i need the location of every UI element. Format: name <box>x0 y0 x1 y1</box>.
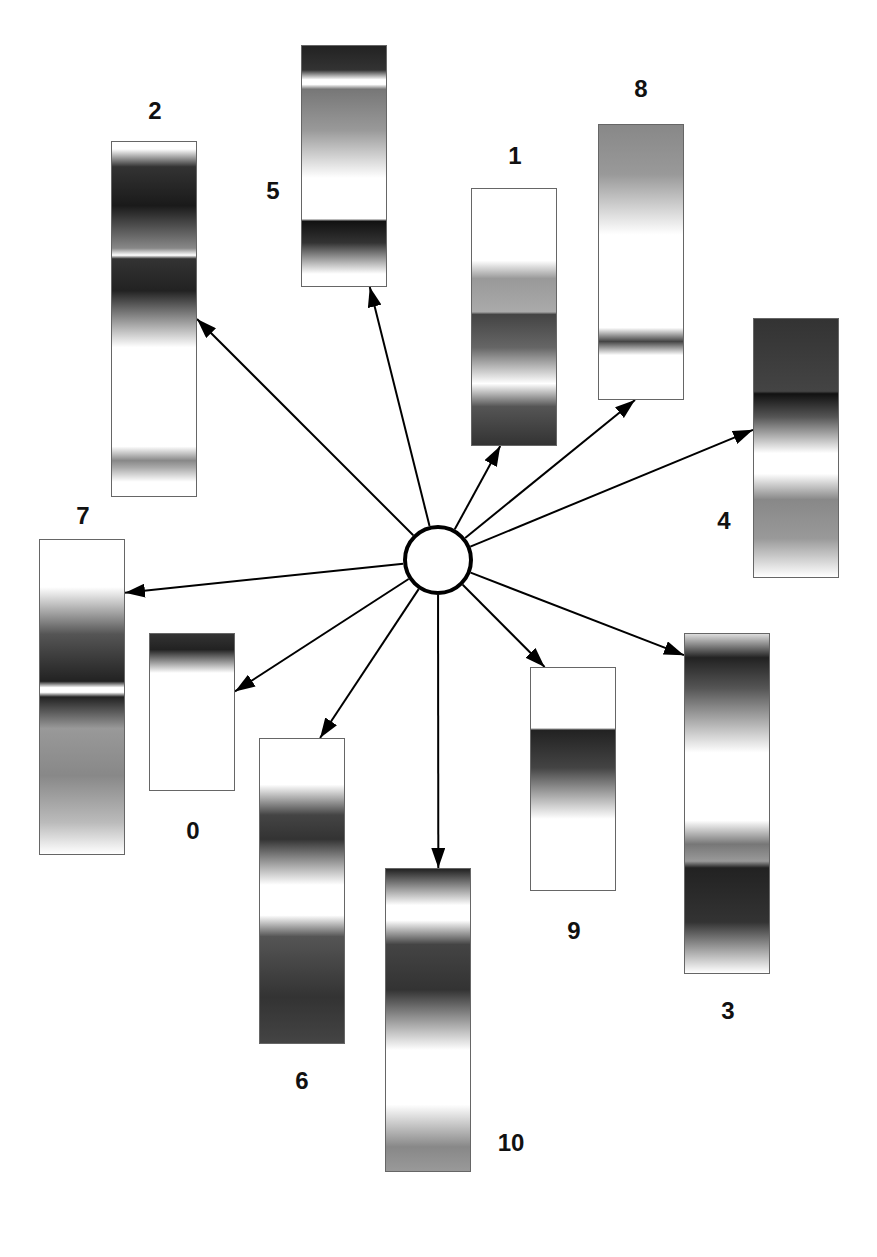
gradient-strip: 6 <box>259 738 345 1044</box>
callout-number: 6 <box>295 1069 308 1093</box>
callout-number: 7 <box>76 504 89 528</box>
gradient-strip: 7 <box>39 539 125 855</box>
arrow-connector <box>370 287 430 526</box>
gradient-strip: 5 <box>301 45 387 287</box>
gradient-strip: 1 <box>471 188 557 446</box>
arrow-connector <box>471 573 684 656</box>
arrow-connector <box>125 564 403 593</box>
callout-number: 0 <box>186 819 199 843</box>
gradient-strip: 8 <box>598 124 684 400</box>
arrow-connector <box>455 446 500 529</box>
gradient-strip: 9 <box>530 667 616 891</box>
callout-number: 2 <box>148 99 161 123</box>
callout-number: 3 <box>721 999 734 1023</box>
gradient-strip: 4 <box>753 318 839 578</box>
gradient-strip: 10 <box>385 868 471 1172</box>
arrow-connector <box>320 589 419 738</box>
callout-number: 1 <box>508 144 521 168</box>
callout-number: 8 <box>634 77 647 101</box>
gradient-strip: 3 <box>684 633 770 974</box>
circle-outline <box>403 525 473 595</box>
callout-number: 10 <box>498 1131 525 1155</box>
callout-number: 5 <box>266 179 279 203</box>
arrow-connector <box>470 430 753 547</box>
gradient-strip: 2 <box>111 141 197 497</box>
arrow-connector <box>235 579 409 691</box>
callout-number: 4 <box>717 509 730 533</box>
callout-number: 9 <box>567 919 580 943</box>
arrow-connector <box>437 595 439 868</box>
gradient-strip: 0 <box>149 633 235 791</box>
arrow-connector <box>463 585 545 667</box>
source-circle <box>403 525 473 595</box>
arrow-connector <box>197 319 413 535</box>
